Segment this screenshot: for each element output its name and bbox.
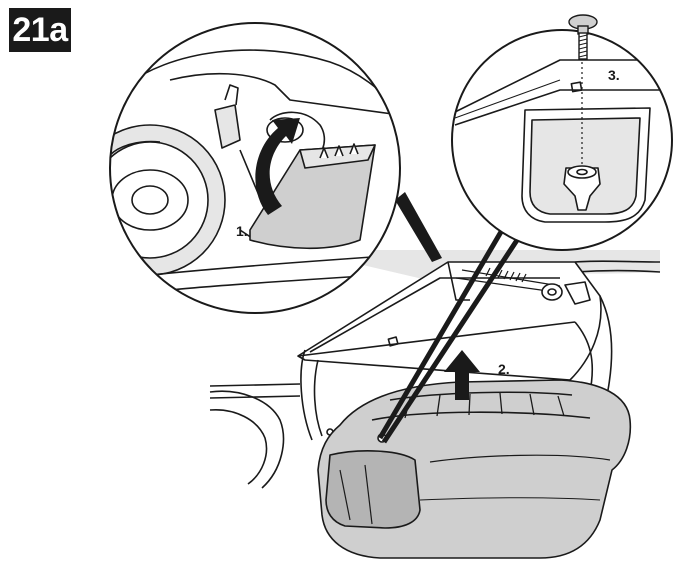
leader-lines (377, 223, 528, 444)
step-label-3: 3. (608, 67, 620, 83)
figure-label: 21a (9, 8, 71, 52)
arrow-step-1 (255, 118, 300, 215)
step-label-2: 2. (498, 361, 510, 377)
detail-circle-right (451, 14, 673, 251)
step-label-1: 1. (236, 223, 248, 239)
grass-catcher (317, 379, 632, 559)
leader-wedge-left (395, 192, 442, 262)
arrow-step-2 (444, 350, 480, 400)
bolt-icon (568, 14, 598, 60)
detail-circle-left (109, 22, 401, 314)
